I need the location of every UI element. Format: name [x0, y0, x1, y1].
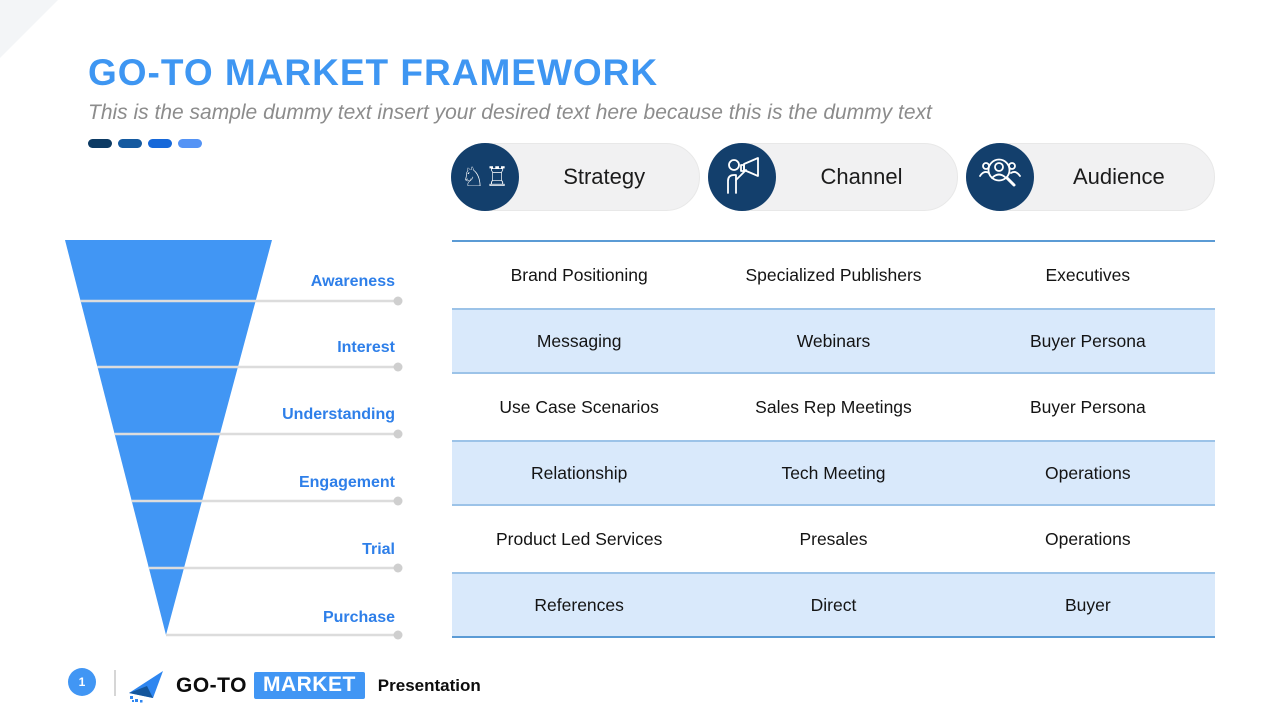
funnel-stage-trial: Trial	[362, 541, 395, 558]
brand-suffix: Presentation	[377, 675, 481, 695]
table-row: Use Case Scenarios Sales Rep Meetings Bu…	[452, 374, 1215, 440]
table-row: References Direct Buyer	[452, 572, 1215, 638]
funnel-stage-purchase: Purchase	[322, 609, 395, 626]
table-cell: Operations	[1045, 462, 1131, 483]
column-header-label: Audience	[1072, 164, 1165, 189]
accent-dashes	[88, 139, 202, 148]
column-headers: ♘♖ Strategy Channel	[451, 143, 1215, 211]
table-cell: Relationship	[531, 462, 628, 483]
funnel-stage-awareness: Awareness	[310, 273, 395, 290]
channel-icon-circle	[708, 143, 777, 211]
corner-decoration	[0, 0, 58, 58]
table-cell: Buyer	[1064, 594, 1111, 615]
audience-icon-circle	[965, 143, 1034, 211]
table-cell: Buyer Persona	[1029, 396, 1146, 417]
table-cell: Operations	[1045, 528, 1131, 549]
funnel-stage-interest: Interest	[337, 339, 395, 356]
column-header-audience: Audience	[965, 143, 1215, 211]
footer-divider	[114, 670, 116, 696]
accent-dash	[88, 139, 112, 148]
table-row: Messaging Webinars Buyer Persona	[452, 308, 1215, 374]
column-header-label: Channel	[820, 164, 903, 189]
funnel-stage-understanding: Understanding	[282, 406, 395, 423]
table-cell: Brand Positioning	[510, 264, 648, 285]
table-row: Brand Positioning Specialized Publishers…	[452, 242, 1215, 308]
table-cell: Direct	[810, 594, 857, 615]
table-cell: Use Case Scenarios	[499, 396, 659, 417]
page-title: GO-TO MARKET FRAMEWORK	[88, 52, 659, 93]
audience-search-icon	[978, 158, 1021, 187]
table-row: Relationship Tech Meeting Operations	[452, 440, 1215, 506]
table-cell: Product Led Services	[495, 528, 663, 549]
accent-dash	[118, 139, 142, 148]
chess-icon: ♘♖	[460, 161, 510, 193]
table-cell: Presales	[799, 528, 868, 549]
funnel-shape	[65, 240, 403, 640]
megaphone-icon	[727, 157, 760, 194]
table-cell: Messaging	[536, 330, 622, 351]
subtitle: This is the sample dummy text insert you…	[88, 101, 932, 124]
framework-table: Brand Positioning Specialized Publishers…	[452, 240, 1215, 638]
table-cell: Specialized Publishers	[745, 264, 922, 285]
funnel-stage-engagement: Engagement	[298, 474, 395, 491]
table-cell: Webinars	[796, 330, 871, 351]
accent-dash	[148, 139, 172, 148]
footer-brand: GO-TO MARKET Presentation	[176, 672, 481, 699]
table-cell: Sales Rep Meetings	[755, 396, 912, 417]
table-cell: Tech Meeting	[781, 462, 886, 483]
brand-logo-icon	[129, 671, 163, 703]
brand-prefix: GO-TO	[176, 673, 247, 697]
brand-highlight: MARKET	[253, 672, 365, 699]
strategy-icon-circle: ♘♖	[451, 143, 519, 211]
page-number-badge: 1	[68, 668, 96, 696]
column-header-strategy: ♘♖ Strategy	[451, 143, 701, 211]
table-row: Product Led Services Presales Operations	[452, 506, 1215, 572]
funnel-diagram: Awareness Interest Understanding Engagem…	[50, 230, 450, 650]
accent-dash	[178, 139, 202, 148]
table-cell: Buyer Persona	[1029, 330, 1146, 351]
column-header-channel: Channel	[708, 143, 958, 211]
table-cell: References	[534, 594, 624, 615]
table-cell: Executives	[1045, 264, 1131, 285]
column-header-label: Strategy	[563, 164, 646, 189]
